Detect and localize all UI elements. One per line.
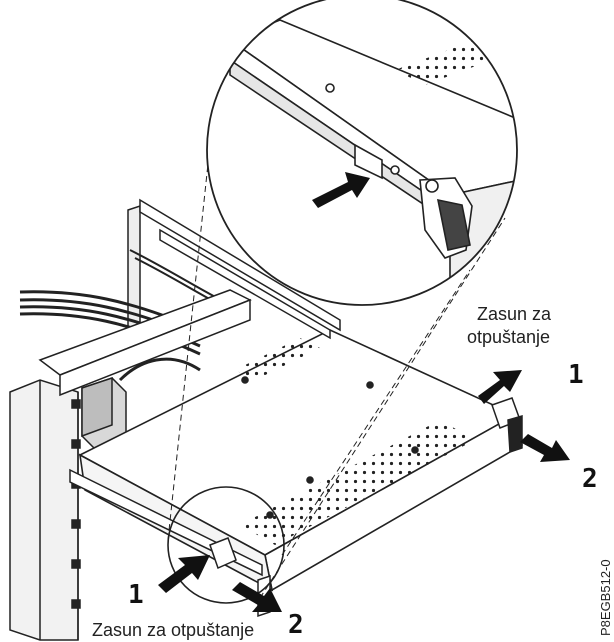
callout-1-left: 1 — [128, 580, 144, 610]
server-drawer — [78, 329, 523, 592]
push-arrow-icon — [478, 370, 522, 404]
latch-label-bottom: Zasun za otpuštanje — [92, 620, 255, 640]
push-arrow-icon — [312, 172, 370, 208]
push-arrow-icon — [520, 434, 570, 462]
push-arrow-icon — [158, 555, 210, 593]
callout-2-left: 2 — [288, 610, 304, 640]
latch-label-top-line2: otpuštanje — [467, 327, 551, 347]
magnifier-source-circle — [167, 486, 285, 604]
cable-management-arm — [38, 289, 252, 451]
rack-frame — [9, 204, 141, 641]
latch-label-top-line1: Zasun za — [477, 304, 552, 324]
figure-id: P8EGB512-0 — [598, 559, 613, 636]
magnified-detail — [206, 0, 518, 306]
callout-1-right: 1 — [568, 360, 584, 390]
callout-2-right: 2 — [582, 464, 598, 494]
push-arrow-icon — [232, 582, 282, 612]
zoom-guide-lines — [167, 144, 506, 599]
release-latch-right — [491, 397, 523, 454]
